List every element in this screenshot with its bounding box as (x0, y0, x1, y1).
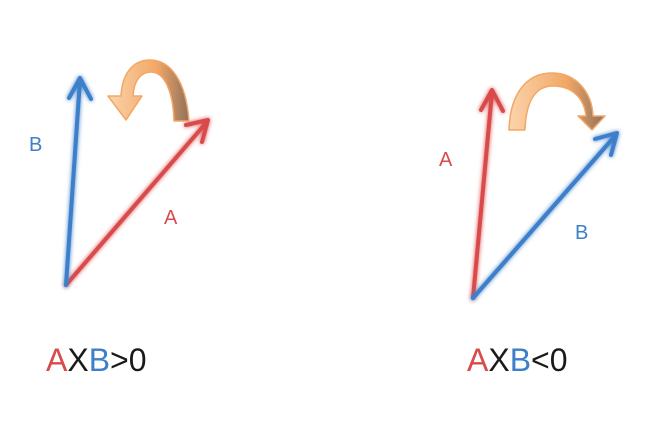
left-label-b: B (29, 134, 42, 156)
left-formula-relation: >0 (110, 342, 146, 378)
right-vector-a-arrow (471, 88, 505, 300)
left-label-a: A (164, 207, 178, 229)
left-panel: B A AXB>0 (29, 59, 210, 378)
right-formula-relation: <0 (531, 342, 567, 378)
right-panel: A B AXB<0 (439, 72, 619, 378)
right-label-a: A (439, 149, 453, 171)
left-formula: AXB>0 (46, 342, 147, 378)
right-formula-b: B (510, 342, 531, 378)
curved-arrow-right-to-left-icon (107, 59, 190, 122)
right-vector-b-arrow (471, 131, 619, 300)
right-label-b: B (575, 222, 588, 244)
right-formula: AXB<0 (467, 342, 568, 378)
left-vector-b-arrow (64, 76, 93, 287)
left-formula-b: B (89, 342, 110, 378)
right-formula-x: X (488, 342, 509, 378)
left-formula-a: A (46, 342, 68, 378)
left-vector-a-arrow (64, 118, 210, 287)
right-formula-a: A (467, 342, 489, 378)
curved-arrow-left-to-right-icon (508, 72, 606, 131)
left-formula-x: X (67, 342, 88, 378)
